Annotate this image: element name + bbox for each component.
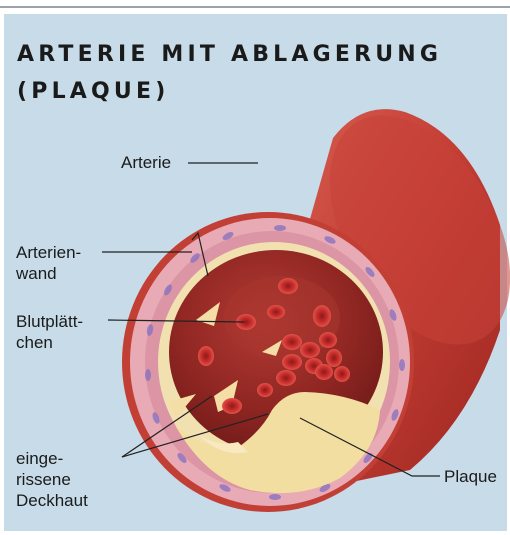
label-blutplaettchen: Blutplätt- chen: [16, 311, 83, 353]
blood-cell: [315, 364, 333, 380]
label-plaque: Plaque: [444, 466, 497, 487]
blood-cell: [278, 278, 298, 294]
blood-cell: [257, 383, 273, 397]
blood-cell: [222, 398, 242, 414]
label-arterie: Arterie: [121, 152, 171, 173]
blood-cell: [300, 342, 320, 358]
blood-cell: [313, 305, 331, 327]
blood-cell: [326, 349, 342, 367]
blood-cell: [276, 370, 296, 386]
blood-cell: [282, 354, 302, 370]
label-arterienwand: Arterien- wand: [16, 242, 81, 284]
blood-cell: [198, 346, 214, 366]
blood-cell: [319, 332, 337, 348]
blood-cell: [267, 305, 285, 319]
blood-cell: [282, 334, 302, 350]
label-deckhaut: einge- rissene Deckhaut: [16, 448, 88, 511]
blood-cell: [334, 366, 350, 382]
